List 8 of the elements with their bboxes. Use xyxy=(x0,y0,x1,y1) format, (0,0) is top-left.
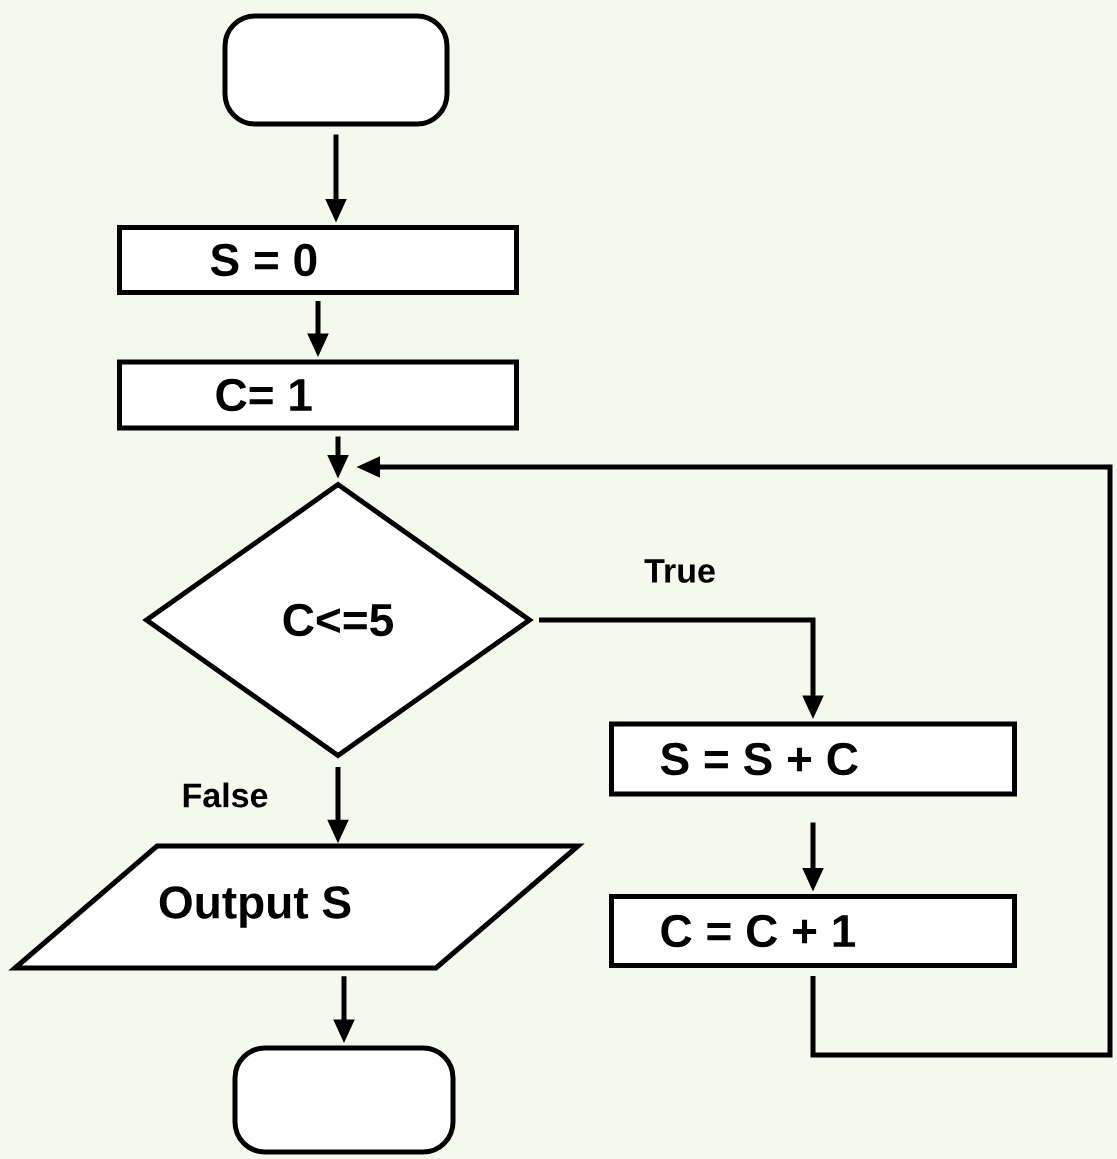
edge-label: True xyxy=(644,559,715,583)
edge-label: False xyxy=(183,782,268,808)
terminal-box xyxy=(232,1045,456,1155)
process-box: S = S + C xyxy=(609,721,1017,797)
terminal-box xyxy=(222,13,450,127)
process-box: S = 0 xyxy=(117,225,519,295)
process-box: C= 1 xyxy=(117,359,519,431)
process-box: C = C + 1 xyxy=(609,894,1017,968)
